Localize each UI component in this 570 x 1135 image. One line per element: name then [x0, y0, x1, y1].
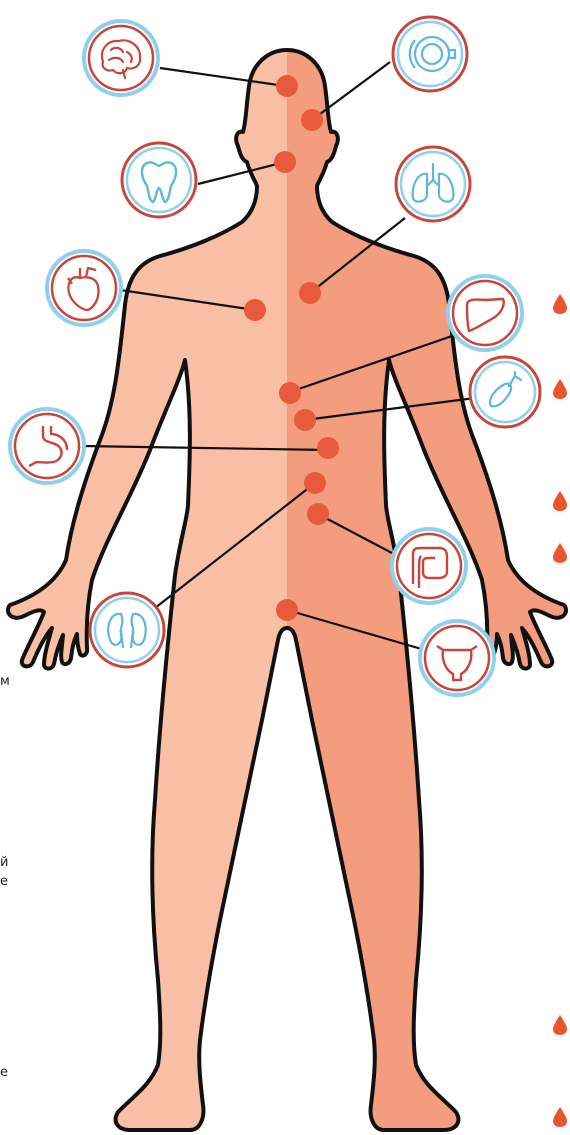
gallbladder-marker: [294, 409, 316, 431]
tooth-badge[interactable]: [122, 143, 196, 217]
drop-icon: [552, 542, 568, 564]
text-fragment: м: [0, 674, 10, 690]
heart-marker: [244, 299, 266, 321]
gallbladder-badge[interactable]: [470, 357, 540, 427]
text-fragment: е: [0, 1065, 8, 1081]
brain-badge[interactable]: [84, 21, 158, 95]
lungs-marker: [299, 282, 321, 304]
eye-marker: [301, 109, 323, 131]
bladder-marker: [276, 599, 298, 621]
drop-icon: [552, 490, 568, 512]
lungs-badge[interactable]: [396, 147, 470, 221]
brain-marker: [276, 75, 298, 97]
bladder-badge[interactable]: [420, 621, 494, 695]
drop-icon: [552, 1014, 568, 1036]
text-fragment: е: [0, 874, 8, 890]
tooth-marker: [274, 151, 296, 173]
heart-badge[interactable]: [47, 251, 121, 325]
stomach-badge[interactable]: [10, 409, 84, 483]
drop-icon: [552, 1106, 568, 1128]
text-fragment: й: [0, 855, 8, 871]
body-silhouette: [8, 50, 566, 1130]
kidneys-badge[interactable]: [90, 593, 164, 667]
liver-marker: [279, 382, 301, 404]
kidneys-marker: [304, 472, 326, 494]
stomach-marker: [317, 437, 339, 459]
drop-icon: [552, 378, 568, 400]
drop-icon: [552, 293, 568, 315]
eye-badge[interactable]: [393, 17, 467, 91]
liver-badge[interactable]: [448, 276, 522, 350]
intestine-badge[interactable]: [392, 529, 466, 603]
intestine-marker: [307, 503, 329, 525]
